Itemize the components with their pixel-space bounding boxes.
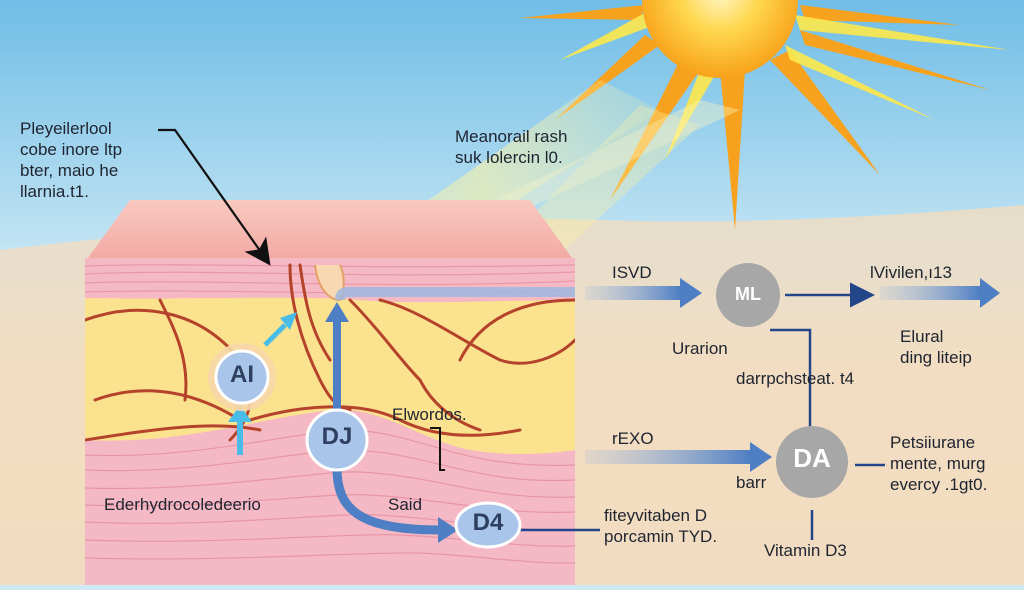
isvd-label: ISVD: [612, 263, 652, 282]
petsi-line-2: mente, murg: [890, 454, 986, 473]
node-d4-label: D4: [472, 509, 504, 536]
fitey-line-1: fiteyvitaben D: [604, 506, 707, 525]
node-da: [776, 426, 848, 498]
vitamin-d3-label: Vitamin D3: [764, 541, 847, 560]
petsi-line-1: Petsiiurane: [890, 433, 976, 452]
rexo-label: rEXO: [612, 429, 654, 448]
node-ml-label: ML: [735, 284, 761, 304]
fitey-annotation: fiteyvitaben D porcamin TYD.: [604, 505, 717, 547]
viviler-label: lVivilen,ı13: [870, 263, 952, 282]
petsi-annotation: Petsiiurane mente, murg evercy .1gt0.: [890, 432, 987, 495]
node-dj: [305, 408, 369, 472]
node-dj-label: DJ: [321, 423, 353, 450]
node-ai-label: AI: [230, 361, 254, 388]
top-middle-annotation: Meanorail rash suk lolercin l0.: [455, 126, 567, 168]
top-left-annotation: Pleyeilerlool cobe inore ltp bter, maio …: [20, 118, 122, 202]
pathway-arrows: [158, 128, 1000, 540]
fitey-line-2: porcamin TYD.: [604, 527, 718, 546]
top-left-line-2: cobe inore ltp: [20, 140, 123, 159]
top-left-line-1: Pleyeilerlool: [20, 119, 112, 138]
deh-label: Ederhydrocoledeerio: [104, 495, 261, 514]
urarion-label: Urarion: [672, 339, 728, 358]
node-da-label: DA: [793, 443, 831, 473]
elwordos-label: Elwordos.: [392, 405, 467, 424]
skin-arrows: [228, 287, 575, 543]
elural-line-2: ding liteip: [900, 348, 972, 367]
elural-line-1: Elural: [900, 327, 944, 346]
top-left-line-4: llarnia.t1.: [20, 182, 89, 201]
nodes: [208, 263, 848, 549]
darrp-label: darrpchsteat. t4: [736, 369, 855, 388]
top-left-line-3: bter, maio he: [20, 161, 119, 180]
petsi-line-3: evercy .1gt0.: [890, 475, 988, 494]
sun-icon: [520, 0, 1010, 230]
node-ai: [214, 349, 270, 405]
barr-label: barr: [736, 473, 767, 492]
top-middle-line-1: Meanorail rash: [455, 127, 568, 146]
node-ml: [716, 263, 780, 327]
top-middle-line-2: suk lolercin l0.: [455, 148, 563, 167]
elural-annotation: Elural ding liteip: [900, 326, 972, 368]
said-label: Said: [388, 495, 423, 514]
node-d4: [454, 501, 522, 549]
